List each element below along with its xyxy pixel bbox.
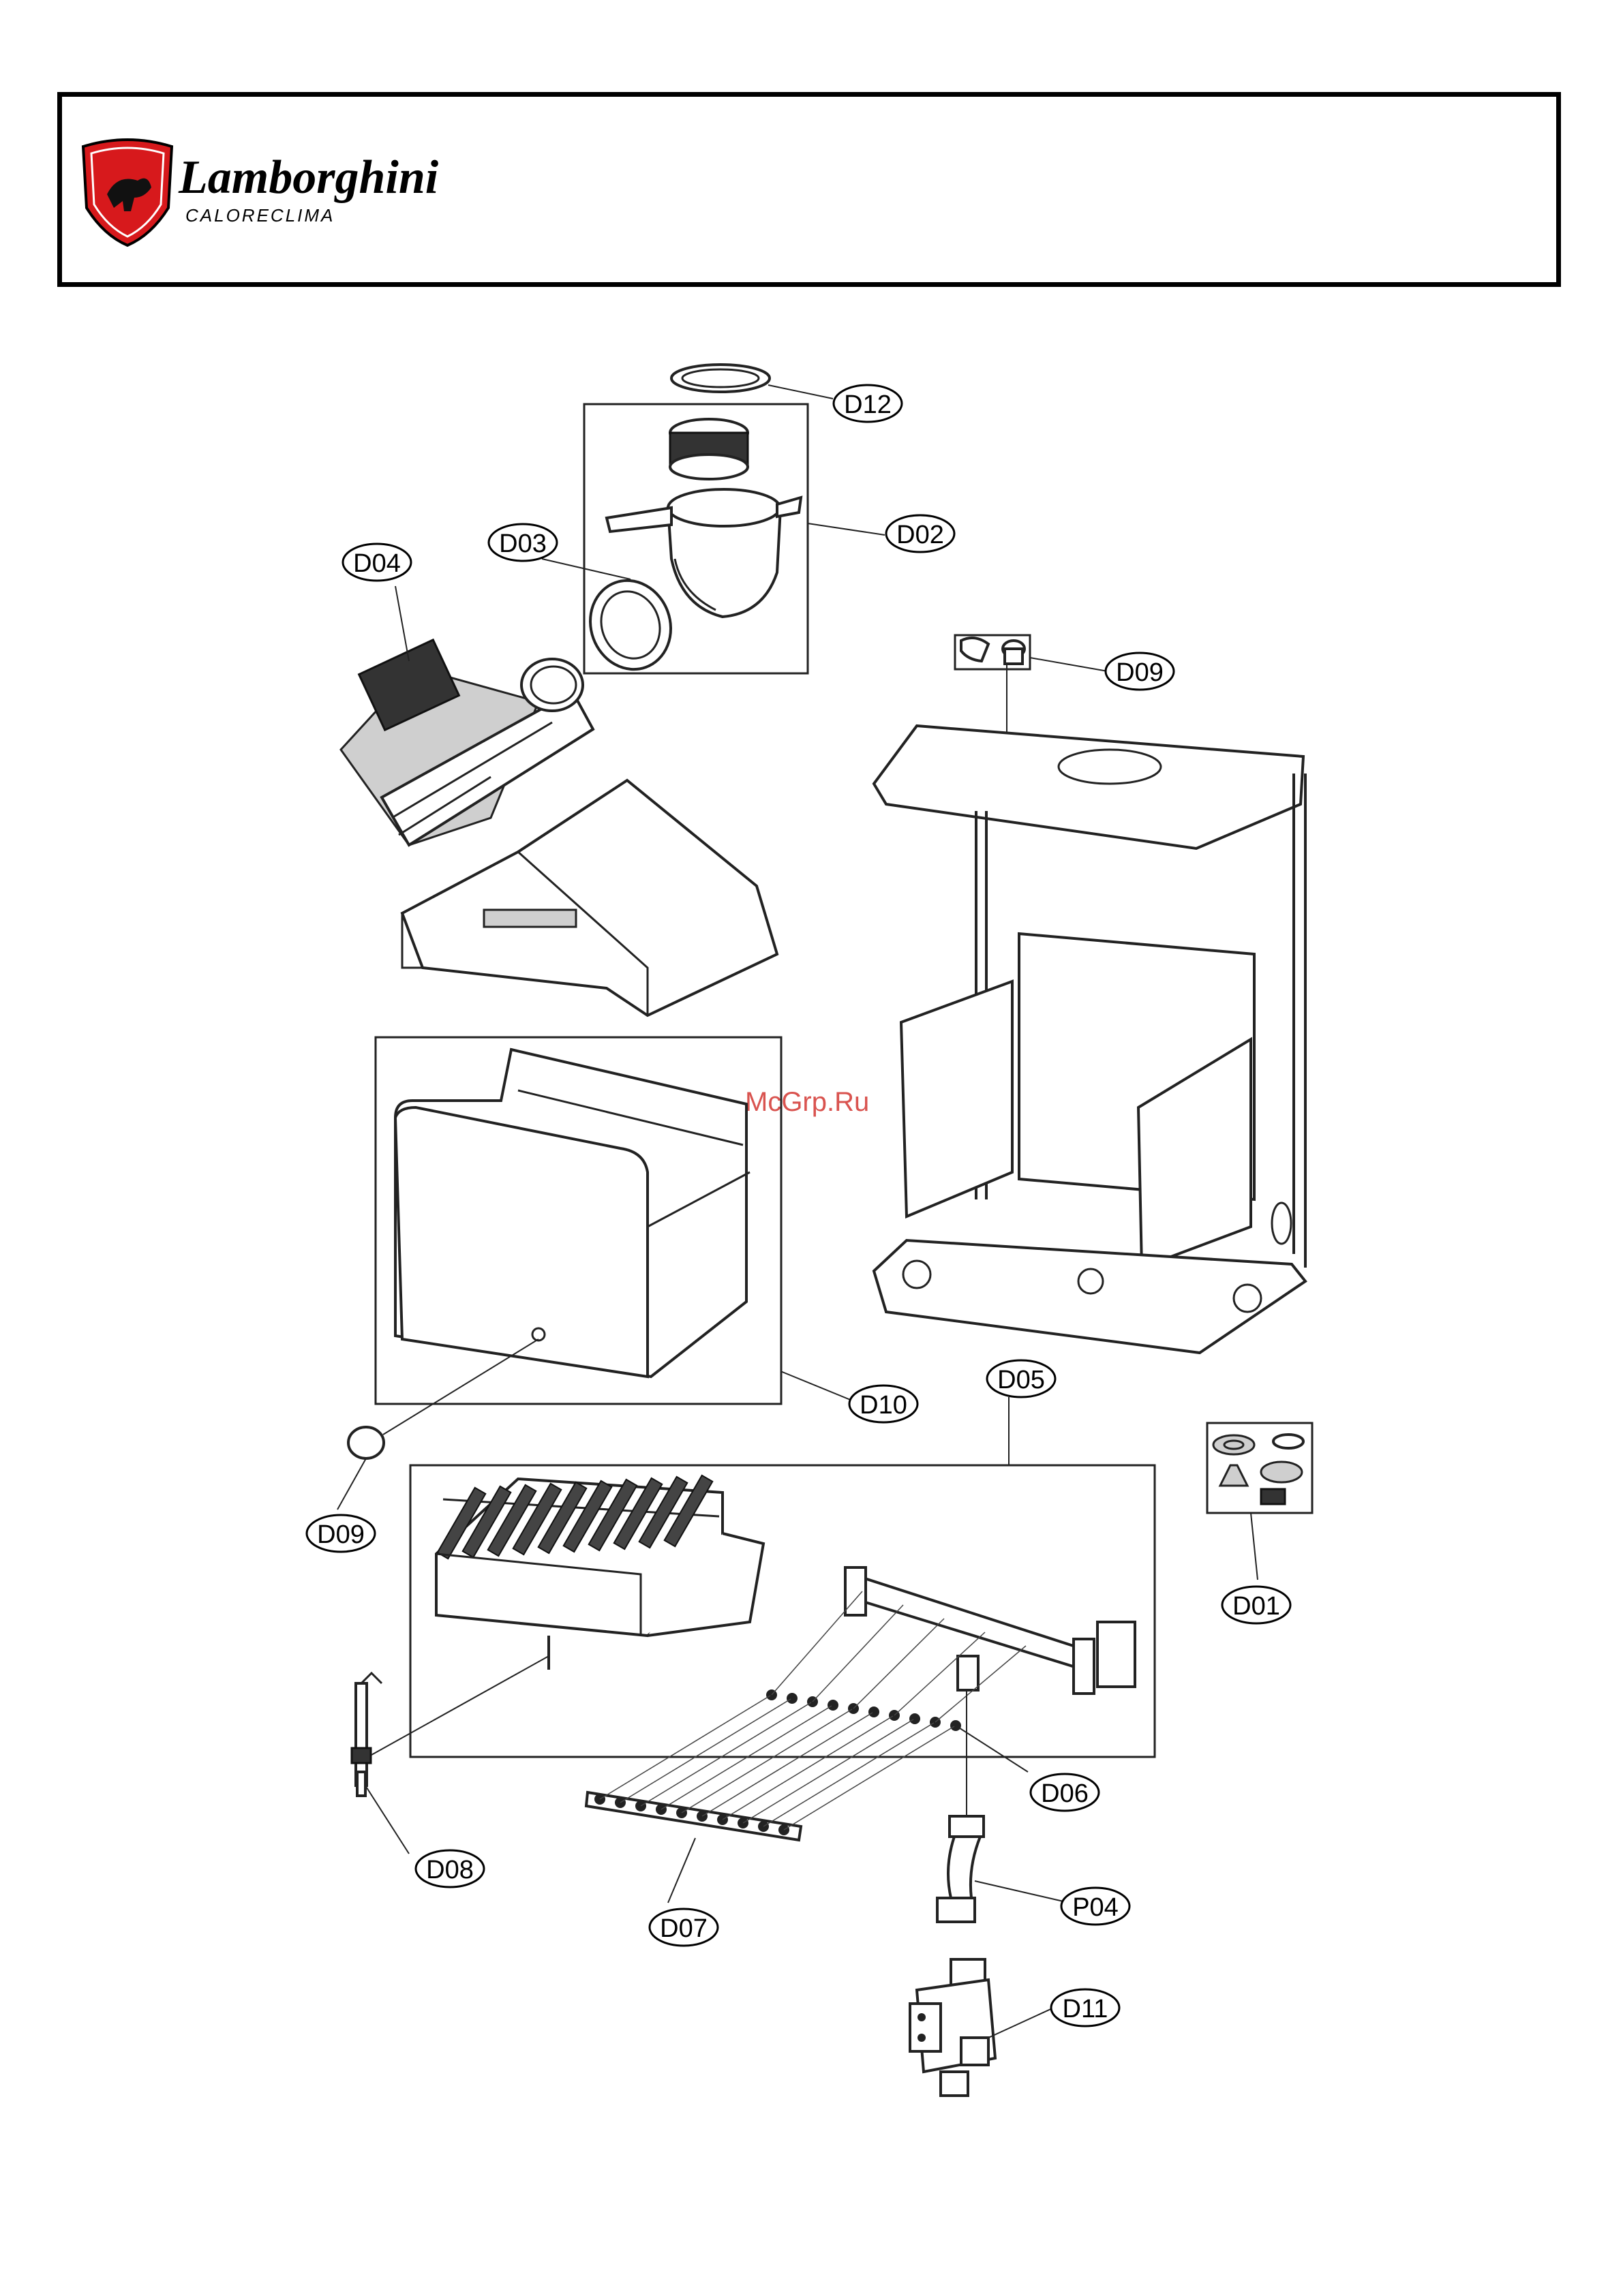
callout-d09-left: D09	[307, 1515, 375, 1552]
callout-d06: D06	[1031, 1774, 1099, 1811]
callout-d11: D11	[1051, 1989, 1119, 2026]
callout-d08-label: D08	[426, 1856, 474, 1884]
callout-p04-label: P04	[1072, 1893, 1119, 1922]
callout-d06-label: D06	[1041, 1779, 1089, 1808]
callout-d11-label: D11	[1063, 1995, 1108, 2023]
callout-d01: D01	[1222, 1587, 1290, 1623]
fan-assembly-d04	[341, 640, 593, 845]
callout-d05: D05	[987, 1360, 1055, 1397]
callout-d12-label: D12	[844, 391, 892, 419]
gasket-ring-d03	[578, 569, 683, 681]
gas-manifold-d06	[766, 1567, 1135, 1731]
accessory-kit-d01	[1213, 1435, 1303, 1504]
callout-d02-label: D02	[896, 521, 944, 549]
callout-d04-label: D04	[353, 549, 401, 578]
callout-p04: P04	[1061, 1888, 1129, 1925]
callout-d08: D08	[416, 1850, 484, 1887]
callout-d04: D04	[343, 544, 411, 581]
callout-d07-label: D07	[660, 1914, 708, 1943]
combustion-chamber-d10	[395, 1050, 750, 1377]
callout-d09-left-label: D09	[317, 1520, 365, 1549]
callout-d07: D07	[650, 1909, 718, 1946]
burner-d05	[436, 1475, 763, 1670]
callout-d05-label: D05	[997, 1366, 1045, 1394]
callout-d03: D03	[489, 524, 557, 561]
callout-d02: D02	[886, 515, 954, 552]
boiler-frame	[874, 726, 1305, 1353]
callout-d12: D12	[834, 385, 902, 422]
callout-d10: D10	[849, 1386, 917, 1422]
callout-d09-top: D09	[1106, 653, 1174, 690]
callout-d09-top-label: D09	[1116, 658, 1164, 687]
callout-d01-label: D01	[1232, 1592, 1280, 1621]
callout-d03-label: D03	[499, 530, 547, 558]
gas-valve-d11	[910, 1959, 995, 2096]
plug-d09-left	[348, 1427, 384, 1458]
ignition-electrode-d08	[352, 1656, 549, 1796]
callout-d10-label: D10	[860, 1391, 907, 1420]
